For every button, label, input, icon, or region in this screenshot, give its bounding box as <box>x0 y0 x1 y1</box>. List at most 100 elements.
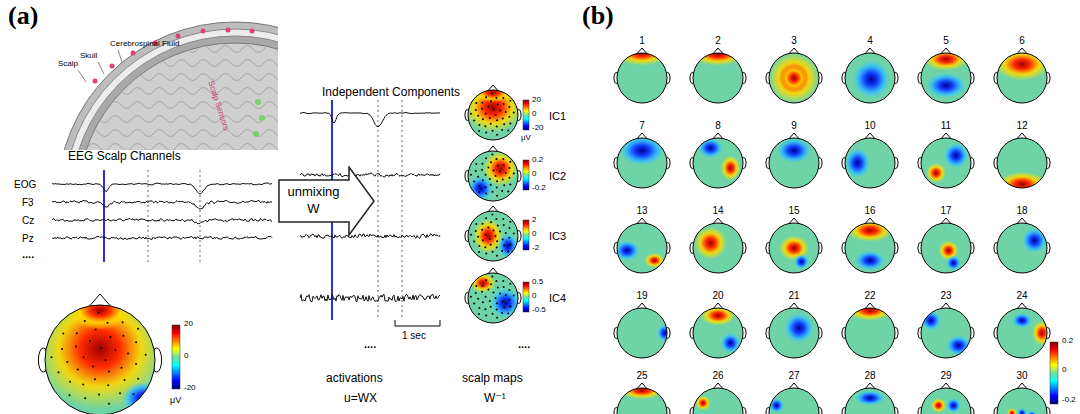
head-outline <box>921 53 971 103</box>
electrode-dot <box>69 394 71 396</box>
electrode-dot <box>92 365 94 367</box>
electrode-dot <box>124 379 126 381</box>
scalp-map <box>918 383 974 414</box>
electrode-dot <box>507 313 509 315</box>
eeg-trace <box>52 200 272 209</box>
scalp-map <box>614 41 670 104</box>
electrode-dot <box>473 120 475 122</box>
scalp-map <box>918 48 974 103</box>
electrode-dot <box>492 191 494 193</box>
electrode-dot <box>481 102 483 104</box>
electrode-dot <box>484 246 486 248</box>
electrode-dot <box>105 359 107 361</box>
scalp-map <box>842 133 898 188</box>
electrode-dot <box>490 161 492 163</box>
eeg-trace <box>52 219 272 225</box>
map-number: 17 <box>940 205 951 216</box>
map-field <box>693 138 743 188</box>
electrode-dot <box>509 123 511 125</box>
colorbar-tick: 0 <box>1062 366 1066 375</box>
electrode-dot <box>505 294 507 296</box>
electrode-dot <box>502 280 504 282</box>
electrode-dot <box>502 218 504 220</box>
label: Scalp <box>58 60 78 69</box>
electrode-dot <box>513 295 515 297</box>
negative-region <box>794 254 809 269</box>
time-grid <box>402 100 403 320</box>
head-outline <box>921 138 971 188</box>
head-outline <box>45 305 155 414</box>
electrode-dot <box>499 292 501 294</box>
electrode-dot <box>496 125 498 127</box>
scalp-map <box>842 301 898 359</box>
colorbar <box>523 100 529 130</box>
map-number: 21 <box>788 290 799 301</box>
electrode-dot <box>495 97 497 99</box>
map-field <box>845 388 895 414</box>
electrode-dot <box>508 116 510 118</box>
map-number: 9 <box>791 120 797 131</box>
panel-label: (b) <box>582 2 614 31</box>
map-number: 25 <box>636 370 647 381</box>
electrode-dot <box>503 123 505 125</box>
electrode-dot <box>82 384 84 386</box>
head-outline <box>693 308 743 358</box>
map-number: 5 <box>943 35 949 46</box>
negative-region <box>769 398 784 413</box>
positive-region <box>924 48 969 71</box>
colorbar-tick: 0 <box>184 352 188 361</box>
map-ground <box>693 223 743 273</box>
negative-region <box>855 391 885 406</box>
label: Independent Components <box>322 86 460 99</box>
electrode-dot <box>507 191 509 193</box>
head-outline <box>845 308 895 358</box>
electrode-dot <box>508 289 510 291</box>
negative-region <box>498 234 518 259</box>
colorbar-tick: μV <box>521 134 531 143</box>
label: Cerebrospinal Fluid <box>110 40 179 49</box>
map-number: 6 <box>1019 35 1025 46</box>
electrode-dot <box>495 297 497 299</box>
electrode-dot <box>478 245 480 247</box>
electrode-dot <box>503 164 505 166</box>
electrode-dot <box>496 246 498 248</box>
electrode-dot <box>509 283 511 285</box>
electrode-dot <box>496 134 498 136</box>
map-ground <box>921 308 971 358</box>
electrode-dot <box>478 191 480 193</box>
electrode-dot <box>491 93 493 95</box>
electrode-dot <box>98 394 100 396</box>
sensor-markers <box>253 99 265 137</box>
map-field <box>997 138 1047 197</box>
colorbar <box>523 160 529 190</box>
label: scalp maps <box>462 372 523 385</box>
eeg-trace <box>300 173 440 177</box>
positive-region <box>473 83 513 103</box>
negative-region <box>1017 408 1027 414</box>
electrode-dot <box>127 352 129 354</box>
head-outline <box>617 138 667 188</box>
electrode-dot <box>509 100 511 102</box>
head-outline <box>468 273 518 323</box>
label: EOG <box>14 179 36 190</box>
electrode-dot <box>505 172 507 174</box>
eeg-trace <box>52 236 272 239</box>
colorbar-tick: 0.2 <box>532 156 543 165</box>
map-field <box>617 308 672 358</box>
electrode-dot <box>496 119 498 121</box>
electrode-dot <box>62 332 64 334</box>
map-number: 8 <box>715 120 721 131</box>
electrode-dot <box>489 238 491 240</box>
electrode-dot <box>58 371 60 373</box>
scalp-map <box>614 218 670 273</box>
electrode-dot <box>496 302 498 304</box>
electrode-dot <box>496 186 498 188</box>
time-grid <box>378 100 379 320</box>
electrode-dot <box>509 161 511 163</box>
electrode-dot <box>487 288 489 290</box>
positive-region <box>848 301 893 321</box>
colorbar-tick: 0 <box>532 230 536 239</box>
negative-region <box>946 256 961 271</box>
electrode-dot <box>490 184 492 186</box>
scalp-map <box>918 303 974 358</box>
